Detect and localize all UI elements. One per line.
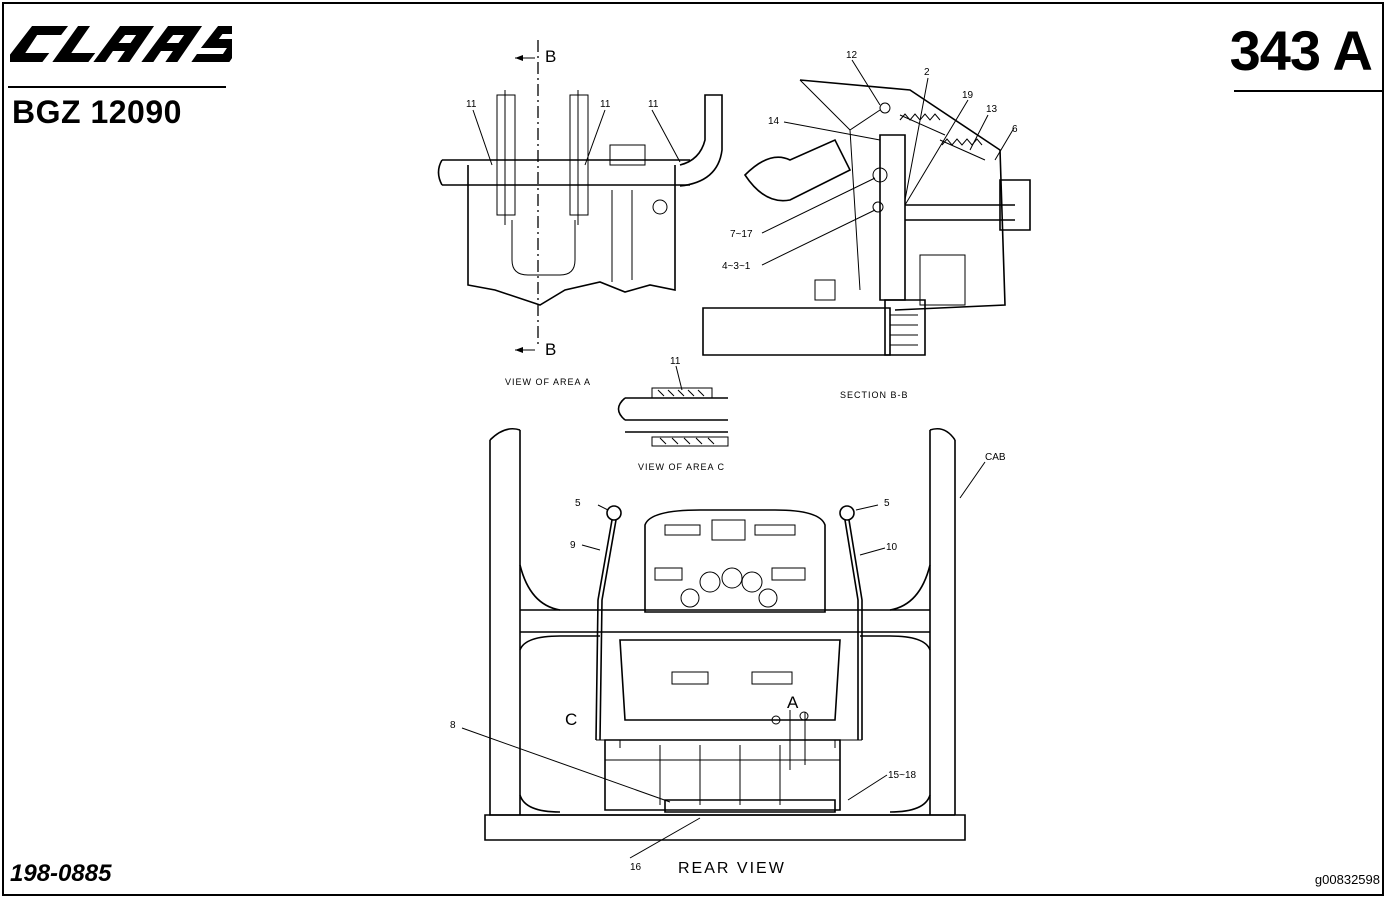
callout-12: 12	[846, 50, 858, 61]
callout-11b: 11	[600, 99, 611, 110]
view-area-c: 11 VIEW OF AREA C	[617, 356, 729, 472]
callout-14: 14	[768, 116, 780, 127]
callout-10: 10	[886, 542, 898, 553]
document-code: 198-0885	[10, 860, 112, 887]
logo-rule	[8, 86, 226, 88]
callout-11a: 11	[466, 99, 477, 110]
callout-4-3-1: 4~3~1	[722, 261, 751, 272]
callout-2: 2	[924, 67, 930, 78]
area-marker-c: C	[565, 710, 577, 729]
sheet-rule	[1234, 90, 1382, 92]
callout-15-18: 15~18	[888, 770, 917, 781]
callout-5-right: 5	[884, 498, 890, 509]
callout-19: 19	[962, 90, 974, 101]
section-marker-top: B	[545, 47, 556, 66]
callout-16: 16	[630, 862, 642, 873]
section-marker-bottom: B	[545, 340, 556, 359]
caption-area-c: VIEW OF AREA C	[638, 462, 725, 472]
callout-13: 13	[986, 104, 998, 115]
caption-rear-view: REAR VIEW	[678, 860, 786, 877]
part-number: BGZ 12090	[12, 94, 182, 130]
view-area-a: B B 11 11 11 VIEW OF AREA A	[437, 40, 723, 387]
callout-6: 6	[1012, 124, 1018, 135]
callout-7-17: 7~17	[730, 229, 753, 240]
claas-logo	[4, 20, 255, 70]
callout-5-left: 5	[575, 498, 581, 509]
image-id: g00832598	[1314, 872, 1380, 887]
sheet-number: 343 A	[1229, 19, 1373, 82]
area-marker-a: A	[787, 693, 799, 712]
callout-11-c: 11	[670, 356, 681, 367]
callout-8: 8	[450, 720, 456, 731]
caption-section-bb: SECTION B-B	[840, 390, 909, 400]
callout-11c: 11	[648, 99, 659, 110]
rear-view: CAB 5 5 9 10 8 15~18 16 A C REAR VIEW	[450, 427, 1006, 877]
callout-9: 9	[570, 540, 576, 551]
callout-cab: CAB	[985, 452, 1006, 463]
section-bb: 12 2 19 13 6 14 7~17 4~3~1 SECTION B-B	[702, 50, 1031, 400]
caption-area-a: VIEW OF AREA A	[505, 377, 591, 387]
